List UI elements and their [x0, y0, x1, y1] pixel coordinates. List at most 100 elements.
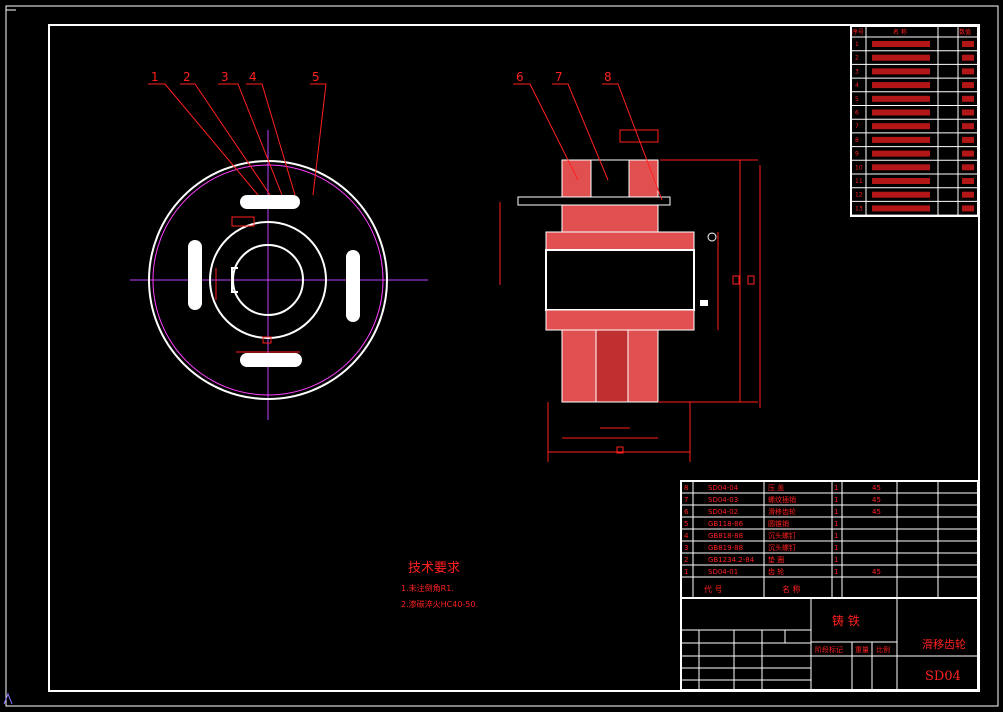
bom-cell-name: 沉头螺钉 [768, 543, 796, 552]
mark-scale-label: 阶段标记 [815, 645, 843, 654]
param-row-name-glyph [872, 95, 930, 102]
param-row-value-glyph [962, 68, 974, 75]
bom-cell-mat: 45 [872, 568, 881, 576]
part-name: 滑移齿轮 [922, 637, 966, 651]
param-row-name-glyph [872, 123, 930, 130]
param-row-value-glyph [962, 164, 974, 171]
param-row-name-glyph [872, 191, 930, 198]
balloon-2: 2 [183, 70, 191, 84]
outer-frame [5, 5, 999, 707]
param-header-no: 序号 [852, 28, 864, 36]
bom-cell-name: 圆锥销 [768, 519, 789, 528]
param-row-value-glyph [962, 205, 974, 212]
balloon-4: 4 [249, 70, 257, 84]
balloon-5: 5 [312, 70, 320, 84]
corner-arrow [3, 692, 13, 705]
param-row-value-glyph [962, 109, 974, 116]
bom-header-code: 代 号 [704, 584, 723, 594]
weight-label: 重量 [855, 646, 869, 654]
param-row-name-glyph [872, 205, 930, 212]
balloon-6: 6 [516, 70, 524, 84]
param-row-name-glyph [872, 136, 930, 143]
param-row-value-glyph [962, 95, 974, 102]
bom-cell-qty: 1 [834, 568, 838, 576]
bom-cell-qty: 1 [834, 544, 838, 552]
bom-cell-qty: 1 [834, 532, 838, 540]
bom-cell-no: 4 [684, 532, 689, 540]
bom-cell-qty: 1 [834, 508, 838, 516]
param-row-name-glyph [872, 150, 930, 157]
param-row-value-glyph [962, 191, 974, 198]
bom-cell-no: 8 [684, 484, 688, 492]
param-row-name-glyph [872, 82, 930, 89]
inner-frame [48, 24, 980, 692]
bom-cell-code: GB818-88 [708, 532, 743, 540]
param-row-number: 7 [855, 123, 859, 130]
bom-header-name: 名 称 [782, 584, 801, 594]
balloon-labels: 1 2 3 4 5 6 7 8 [151, 70, 612, 84]
param-row-number: 10 [855, 164, 863, 171]
drawing-number: SD04 [925, 669, 961, 684]
param-row-name-glyph [872, 68, 930, 75]
bom-cell-code: SD04-01 [708, 568, 738, 576]
param-row-value-glyph [962, 82, 974, 89]
section-view [499, 129, 761, 462]
bom-cell-qty: 1 [834, 496, 838, 504]
bom-cell-no: 1 [684, 568, 688, 576]
bom-cell-code: GB1234.2-84 [708, 556, 755, 564]
bom-cell-code: SD04-04 [708, 484, 739, 492]
bom-cell-code: SD04-03 [708, 496, 738, 504]
param-row-value-glyph [962, 54, 974, 61]
param-row-number: 4 [855, 82, 859, 89]
bom-cell-name: 齿 轮 [768, 567, 784, 576]
bom-cell-name: 螺纹插销 [768, 495, 796, 504]
bom-cell-no: 2 [684, 556, 688, 564]
bom-cell-mat: 45 [872, 496, 881, 504]
bom-cell-name: 沉头螺钉 [768, 531, 796, 540]
param-row-value-glyph [962, 150, 974, 157]
param-table [850, 25, 979, 217]
param-row-number: 12 [855, 192, 863, 199]
param-row-value-glyph [962, 178, 974, 184]
param-row-name-glyph [872, 109, 930, 116]
end-view [130, 130, 428, 420]
param-row-number: 11 [855, 178, 863, 185]
bom-cell-code: GB118-86 [708, 520, 744, 528]
param-header-value: 数值 [959, 28, 971, 36]
param-row-number: 5 [855, 96, 859, 103]
bom-cell-qty: 1 [834, 520, 838, 528]
tech-req-item-2: 2.渗碳淬火HC40-50. [401, 599, 478, 609]
tech-req-title: 技术要求 [408, 561, 460, 576]
bom-cell-mat: 45 [872, 484, 881, 492]
param-row-name-glyph [872, 178, 930, 184]
param-row-value-glyph [962, 123, 974, 130]
param-header-name: 名 称 [893, 28, 907, 36]
balloon-8: 8 [604, 70, 612, 84]
param-row-number: 9 [855, 151, 859, 158]
bom-cell-qty: 1 [834, 484, 838, 492]
param-row-number: 6 [855, 110, 859, 117]
balloon-leaders-left [148, 83, 327, 196]
bom-cell-no: 7 [684, 496, 688, 504]
param-row-name-glyph [872, 54, 930, 61]
title-block [680, 597, 979, 691]
param-row-value-glyph [962, 41, 974, 47]
bom-cell-mat: 45 [872, 508, 881, 516]
scale-label: 比例 [876, 645, 890, 654]
param-row-name-glyph [872, 164, 930, 171]
bom-cell-code: SD04-02 [708, 508, 738, 516]
material-label: 铸 铁 [832, 613, 860, 628]
balloon-1: 1 [151, 70, 159, 84]
param-row-number: 1 [855, 41, 859, 48]
bom-cell-name: 垫 圈 [768, 555, 784, 564]
bom-cell-name: 压 盖 [768, 483, 784, 492]
param-row-name-glyph [872, 41, 930, 47]
param-row-number: 13 [855, 205, 863, 212]
bom-cell-code: GB819-88 [708, 544, 743, 552]
bom-cell-name: 滑移齿轮 [768, 507, 796, 516]
bom-cell-no: 5 [684, 520, 688, 528]
bom-cell-no: 6 [684, 508, 689, 516]
tech-req-item-1: 1.未注倒角R1. [401, 583, 454, 593]
param-row-value-glyph [962, 136, 974, 143]
